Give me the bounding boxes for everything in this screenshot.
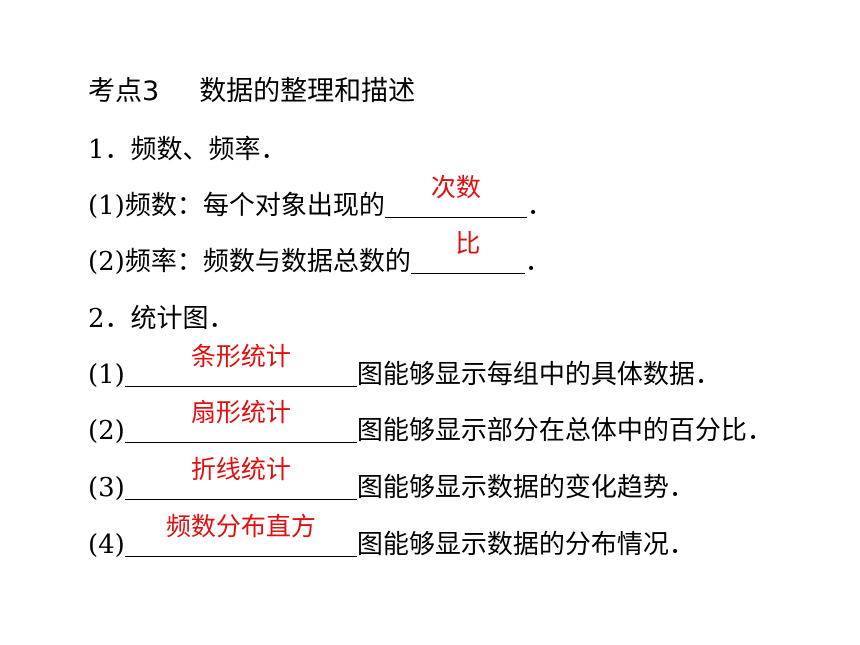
pie-chart-prefix: (2) — [88, 416, 125, 446]
bar-chart-line: (1) 条形统计图能够显示每组中的具体数据． — [88, 342, 721, 395]
topic-heading: 考点3 数据的整理和描述 — [88, 72, 415, 112]
histogram-answer: 频数分布直方 — [165, 512, 316, 541]
frequency-rate-suffix: ． — [524, 247, 551, 277]
section2-title: 2．统计图． — [88, 304, 235, 334]
topic-label: 考点3 — [88, 76, 160, 107]
bar-chart-suffix: 图能够显示每组中的具体数据． — [356, 360, 721, 390]
frequency-rate-blank: 比 — [410, 229, 525, 274]
bar-chart-prefix: (1) — [88, 360, 125, 390]
frequency-rate-answer: 比 — [455, 229, 481, 258]
frequency-count-answer: 次数 — [430, 173, 481, 202]
pie-chart-blank: 扇形统计 — [124, 398, 357, 443]
line-chart-line: (3) 折线统计图能够显示数据的变化趋势． — [88, 455, 695, 508]
frequency-count-line: (1)频数：每个对象出现的 次数 ． — [88, 173, 553, 226]
line-chart-suffix: 图能够显示数据的变化趋势． — [356, 473, 695, 503]
bar-chart-blank: 条形统计 — [124, 342, 357, 387]
histogram-blank: 频数分布直方 — [124, 512, 357, 557]
frequency-rate-prefix: (2)频率：频数与数据总数的 — [88, 247, 411, 277]
bar-chart-answer: 条形统计 — [190, 342, 291, 371]
frequency-count-blank: 次数 — [384, 173, 527, 218]
histogram-line: (4) 频数分布直方图能够显示数据的分布情况． — [88, 512, 695, 565]
line-chart-answer: 折线统计 — [190, 455, 291, 484]
histogram-prefix: (4) — [88, 530, 125, 560]
frequency-count-suffix: ． — [526, 191, 553, 221]
line-chart-blank: 折线统计 — [124, 455, 357, 500]
pie-chart-line: (2) 扇形统计图能够显示部分在总体中的百分比． — [88, 398, 773, 451]
section1-title: 1．频数、频率． — [88, 135, 287, 165]
topic-title: 数据的整理和描述 — [199, 76, 416, 107]
line-chart-prefix: (3) — [88, 473, 125, 503]
frequency-rate-line: (2)频率：频数与数据总数的 比 ． — [88, 229, 551, 282]
pie-chart-answer: 扇形统计 — [190, 398, 291, 427]
pie-chart-suffix: 图能够显示部分在总体中的百分比． — [356, 416, 773, 446]
histogram-suffix: 图能够显示数据的分布情况． — [356, 530, 695, 560]
frequency-count-prefix: (1)频数：每个对象出现的 — [88, 191, 385, 221]
